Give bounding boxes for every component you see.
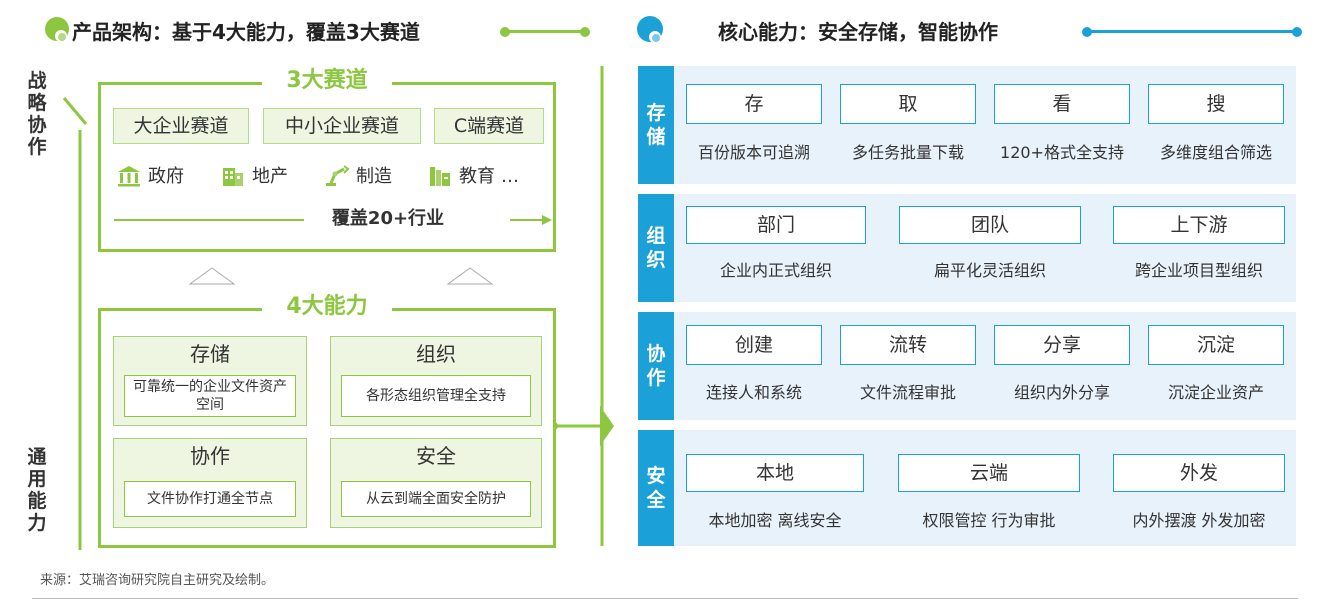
coverage-arrow [114, 215, 552, 225]
core-collaboration-item-4: 沉淀 [1148, 325, 1284, 365]
right-header-title: 核心能力：安全存储，智能协作 [718, 20, 998, 44]
capability-security-desc: 从云到端全面安全防护 [341, 481, 531, 517]
side-label-bottom: 通用能力 [27, 446, 47, 534]
capability-organization-desc: 各形态组织管理全支持 [341, 375, 531, 417]
capability-collaboration-desc: 文件协作打通全节点 [124, 481, 296, 517]
core-row-security-label: 安全 [638, 430, 674, 546]
industry-real-estate-label: 地产 [252, 166, 288, 187]
capability-collaboration-title: 协作 [190, 444, 230, 468]
core-organization-desc-2: 扁平化灵活组织 [933, 261, 1046, 280]
books-icon [427, 165, 453, 189]
industry-education-label: 教育 [459, 166, 495, 187]
capability-storage-title: 存储 [190, 342, 230, 366]
core-storage-item-1: 存 [686, 84, 822, 124]
core-collaboration-item-2: 流转 [840, 325, 976, 365]
industry-government-label: 政府 [148, 166, 184, 187]
core-organization-item-3: 上下游 [1113, 206, 1285, 244]
track-sme: 中小企业赛道 [263, 108, 421, 144]
left-header-dot-end [580, 27, 590, 37]
capability-security-title: 安全 [416, 444, 456, 468]
core-collaboration-desc-4: 沉淀企业资产 [1167, 383, 1264, 402]
industry-manufacturing: 制造 [324, 164, 392, 190]
core-security-desc-2: 权限管控 行为审批 [922, 511, 1056, 530]
capability-storage-desc: 可靠统一的企业文件资产空间 [124, 375, 296, 417]
footer-divider [32, 598, 1298, 599]
core-security-item-3: 外发 [1113, 454, 1285, 492]
core-storage-item-2: 取 [840, 84, 976, 124]
capability-collaboration: 协作 文件协作打通全节点 [113, 438, 307, 528]
core-collaboration-desc-1: 连接人和系统 [705, 383, 802, 402]
core-storage-desc-4: 多维度组合筛选 [1159, 143, 1272, 162]
core-collaboration-item-3: 分享 [994, 325, 1130, 365]
core-storage-desc-1: 百份版本可追溯 [697, 143, 810, 162]
robot-arm-icon [324, 165, 350, 189]
left-header-title: 产品架构：基于4大能力，覆盖3大赛道 [72, 20, 420, 44]
left-header-line [505, 30, 583, 33]
core-security-desc-3: 内外摆渡 外发加密 [1132, 511, 1266, 530]
coverage-label: 覆盖20+行业 [331, 208, 445, 229]
core-storage-desc-2: 多任务批量下载 [851, 143, 964, 162]
vertical-progress-arrow [62, 97, 88, 550]
industry-education: 教育 … [427, 164, 519, 190]
core-security-item-1: 本地 [686, 454, 864, 492]
right-header-line [1087, 30, 1293, 33]
core-organization-desc-1: 企业内正式组织 [719, 261, 832, 280]
office-building-icon [220, 165, 246, 189]
capabilities-title: 4大能力 [262, 293, 392, 321]
core-security-item-2: 云端 [898, 454, 1080, 492]
core-row-organization-label: 组织 [638, 194, 674, 302]
core-collaboration-desc-2: 文件流程审批 [859, 383, 956, 402]
side-label-top: 战略协作 [27, 70, 47, 158]
core-storage-desc-3: 120+格式全支持 [1000, 143, 1124, 162]
industry-manufacturing-label: 制造 [356, 166, 392, 187]
industry-government: 政府 [116, 164, 184, 190]
right-header-dot-end [1292, 27, 1302, 37]
capability-storage: 存储 可靠统一的企业文件资产空间 [113, 336, 307, 426]
connector-arrow [550, 66, 614, 546]
up-triangle-left [188, 267, 236, 285]
core-storage-item-4: 搜 [1148, 84, 1284, 124]
core-collaboration-desc-3: 组织内外分享 [1013, 383, 1110, 402]
capability-organization: 组织 各形态组织管理全支持 [330, 336, 542, 426]
industry-more: … [501, 166, 519, 187]
core-organization-desc-3: 跨企业项目型组织 [1134, 261, 1263, 280]
industry-real-estate: 地产 [220, 164, 288, 190]
core-organization-item-1: 部门 [686, 206, 866, 244]
tracks-title: 3大赛道 [262, 67, 392, 95]
up-triangle-right [446, 267, 494, 285]
core-security-desc-1: 本地加密 离线安全 [708, 511, 842, 530]
capability-organization-title: 组织 [416, 342, 456, 366]
core-storage-item-3: 看 [994, 84, 1130, 124]
right-header-logo-icon [637, 16, 663, 43]
track-large-enterprise: 大企业赛道 [113, 108, 249, 144]
government-building-icon [116, 165, 142, 189]
core-organization-item-2: 团队 [899, 206, 1081, 244]
core-row-storage-label: 存储 [638, 66, 674, 184]
core-collaboration-item-1: 创建 [686, 325, 822, 365]
core-row-collaboration-label: 协作 [638, 312, 674, 420]
footer-source: 来源：艾瑞咨询研究院自主研究及绘制。 [40, 573, 275, 588]
left-header-logo-icon [45, 17, 69, 42]
capability-security: 安全 从云到端全面安全防护 [330, 438, 542, 528]
track-consumer: C端赛道 [434, 108, 544, 144]
